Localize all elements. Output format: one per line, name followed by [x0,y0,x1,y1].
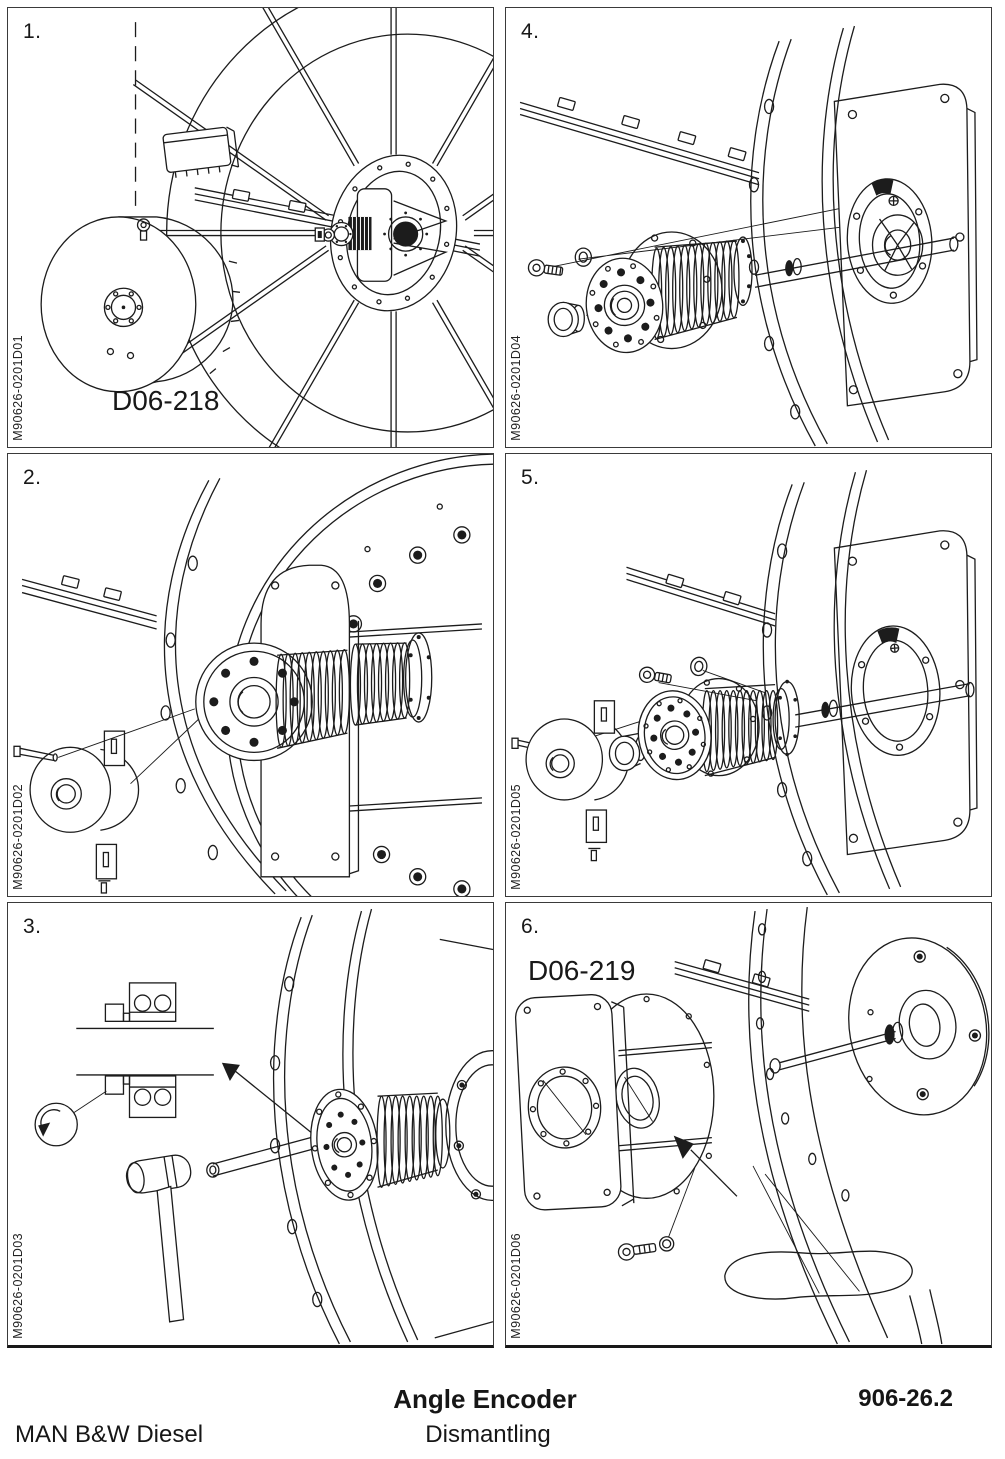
washer [658,1167,696,1252]
bracket-plate-edge [349,620,360,875]
panel-2-number: 2. [23,466,42,489]
support-shelves [618,1041,712,1152]
rotate-direction-icon [34,1090,107,1147]
leader-lines [58,708,200,785]
bellows-coupling [314,216,372,251]
socket-screw [617,1242,657,1261]
shaft [754,236,959,288]
bushing [547,301,607,338]
company-name: MAN B&W Diesel [15,1421,204,1448]
panel-6-code: M90626-0201D06 [509,1233,523,1339]
mounting-rail [519,96,760,186]
panel-4-code: M90626-0201D04 [509,335,523,441]
bracket-plate-edge [966,107,978,363]
coupling-rear [383,211,429,257]
panel-4: 4. M90626-0201D04 [505,7,992,448]
figure-2-drawing [13,454,493,896]
flywheel-web-edge [220,33,493,433]
cover-plate-rear [848,937,990,1116]
panel-5-code: M90626-0201D05 [509,784,523,890]
figure-label-d06-219: D06-219 [528,955,636,986]
figure-1-drawing [40,8,493,447]
hammer [125,1154,192,1323]
socket-screw [527,259,564,277]
junction-box [162,126,240,178]
shaft [795,681,975,728]
panel-5-number: 5. [521,466,540,489]
bearing-flange-ring [846,178,933,304]
bearing-cross-section [76,982,214,1119]
leader-lines [752,1165,860,1294]
section-number: 906-26.2 [858,1385,953,1412]
bellows [275,632,433,749]
bracket-plate [833,530,971,856]
panel-6-number: 6. [521,915,540,938]
bellows-coupling [637,677,800,781]
panel-4-number: 4. [521,20,540,43]
figure-3-drawing [34,908,493,1345]
bracket-plate-edge [966,554,978,811]
page-title: Angle Encoder [393,1384,577,1414]
panel-3: 3. M90626-0201D03 [7,902,494,1348]
flywheel-rim-edge [166,8,299,447]
angle-encoder-device [525,700,630,862]
bracket-plate [833,83,971,407]
panel-1-number: 1. [23,20,42,43]
washer [690,656,708,677]
socket-screw [638,666,672,684]
bellows-coupling-front [195,642,313,762]
encoder-housing [40,216,241,393]
shaft [769,1021,904,1074]
panel-3-code: M90626-0201D03 [11,1233,25,1339]
support-shelves [349,623,482,812]
figure-label-d06-218: D06-218 [112,385,220,416]
leader-lines [540,204,860,270]
panel-6: 6. D06-219 M90626-0201D06 [505,902,992,1348]
flywheel-rim-arcs [160,477,287,895]
mounting-rail [626,566,776,627]
panel-2-code: M90626-0201D02 [11,784,25,890]
mounting-pin [13,745,58,762]
gasket-seal [724,1250,913,1300]
panel-2: 2. M90626-0201D02 [7,453,494,897]
flywheel-rim-arcs [748,25,890,447]
hub-boss [871,195,924,276]
open-flange-ring [850,625,941,756]
shaft [206,1136,315,1178]
mounting-rail [674,959,810,1012]
flywheel-rim-arcs [761,469,902,896]
panel-3-number: 3. [23,915,42,938]
angle-encoder-device [29,730,140,894]
flywheel-rim-arcs [748,906,943,1345]
flywheel-spokes [94,8,493,447]
panel-1: 1. D06-218 M90626-0201D01 [7,7,494,448]
right-flange-ring [434,938,493,1339]
panel-1-code: M90626-0201D01 [11,335,25,441]
figure-6-drawing [514,906,990,1345]
figure-5-drawing [511,469,978,896]
page-subtitle: Dismantling [425,1421,551,1448]
washer [574,247,593,267]
bracket-plate [514,994,635,1211]
bellows-coupling [585,231,753,354]
direction-arrow [673,1135,738,1197]
panel-5: 5. M90626-0201D05 [505,453,992,897]
bellows-coupling [310,1088,451,1201]
figure-4-drawing [519,25,978,447]
mounting-rail [21,575,157,630]
flywheel-rim-arcs [269,908,419,1345]
